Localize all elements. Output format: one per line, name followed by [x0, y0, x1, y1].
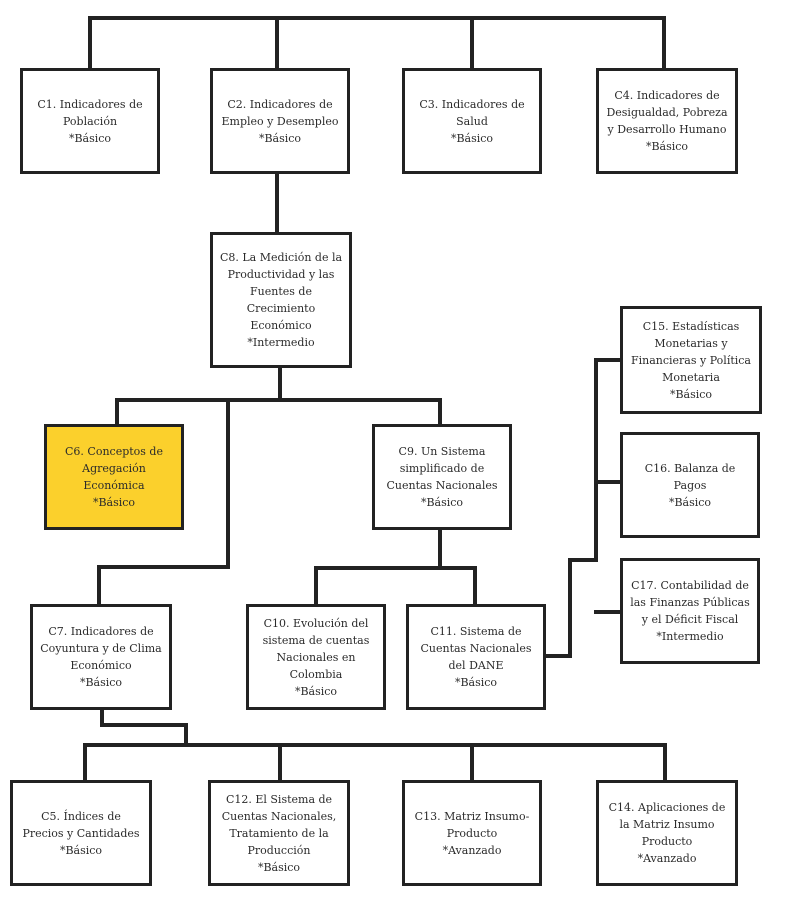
node-c10-title: C10. Evolución del sistema de cuentas Na… [262, 616, 370, 681]
node-c3: C3. Indicadores de Salud *Básico [402, 68, 542, 174]
node-c4: C4. Indicadores de Desigualdad, Pobreza … [596, 68, 738, 174]
connector-c8-branches [97, 366, 442, 606]
node-c8-level: *Intermedio [247, 336, 315, 349]
node-c16-title: C16. Balanza de Pagos [644, 461, 736, 492]
node-c14-title: C14. Aplicaciones de la Matriz Insumo Pr… [608, 801, 726, 848]
node-c9-title: C9. Un Sistema simplificado de Cuentas N… [386, 445, 498, 492]
node-c6-title: C6. Conceptos de Agregación Económica [65, 445, 163, 492]
node-c14: C14. Aplicaciones de la Matriz Insumo Pr… [596, 780, 738, 886]
node-c17-title: C17. Contabilidad de las Finanzas Públic… [630, 579, 750, 626]
node-c6: C6. Conceptos de Agregación Económica *B… [44, 424, 184, 530]
node-c4-title: C4. Indicadores de Desigualdad, Pobreza … [606, 89, 728, 136]
node-c10: C10. Evolución del sistema de cuentas Na… [246, 604, 386, 710]
node-c8-title: C8. La Medición de la Productividad y la… [219, 251, 343, 332]
connector-c11-right-bus [543, 358, 622, 658]
node-c1-title: C1. Indicadores de Población [37, 97, 143, 128]
node-c11-level: *Básico [454, 676, 498, 689]
node-c13-title: C13. Matriz Insumo-Producto [414, 809, 530, 840]
node-c9: C9. Un Sistema simplificado de Cuentas N… [372, 424, 512, 530]
node-c13: C13. Matriz Insumo-Producto *Avanzado [402, 780, 542, 886]
node-c12-title: C12. El Sistema de Cuentas Nacionales, T… [221, 792, 337, 857]
node-c17: C17. Contabilidad de las Finanzas Públic… [620, 558, 760, 664]
node-c17-level: *Intermedio [656, 630, 724, 643]
node-c9-level: *Básico [420, 496, 464, 509]
connector-c7-bottom-bus [83, 708, 667, 782]
node-c1: C1. Indicadores de Población *Básico [20, 68, 160, 174]
node-c13-level: *Avanzado [442, 843, 502, 857]
node-c4-level: *Básico [645, 140, 689, 153]
node-c14-level: *Avanzado [637, 852, 697, 865]
node-c7: C7. Indicadores de Coyuntura y de Clima … [30, 604, 172, 710]
node-c6-level: *Básico [92, 496, 136, 509]
node-c12: C12. El Sistema de Cuentas Nacionales, T… [208, 780, 350, 886]
node-c1-level: *Básico [68, 131, 112, 145]
node-c3-title: C3. Indicadores de Salud [419, 97, 525, 128]
node-c11: C11. Sistema de Cuentas Nacionales del D… [406, 604, 546, 710]
node-c15-title: C15. Estadísticas Monetarias y Financier… [630, 319, 751, 384]
node-c11-title: C11. Sistema de Cuentas Nacionales del D… [420, 625, 532, 672]
node-c5: C5. Índices de Precios y Cantidades *Bás… [10, 780, 152, 886]
node-c16: C16. Balanza de Pagos *Básico [620, 432, 760, 538]
node-c16-level: *Básico [668, 495, 712, 509]
node-c5-level: *Básico [59, 843, 103, 857]
node-c8: C8. La Medición de la Productividad y la… [210, 232, 352, 368]
node-c10-level: *Básico [294, 684, 338, 698]
connector-c9-c10-c11 [314, 528, 477, 606]
node-c2: C2. Indicadores de Empleo y Desempleo *B… [210, 68, 350, 174]
connector-top-bus [88, 16, 666, 70]
node-c3-level: *Básico [450, 131, 494, 145]
node-c7-title: C7. Indicadores de Coyuntura y de Clima … [40, 625, 162, 672]
node-c12-level: *Básico [257, 860, 301, 874]
node-c5-title: C5. Índices de Precios y Cantidades [22, 809, 140, 840]
node-c15-level: *Básico [669, 387, 713, 401]
node-c7-level: *Básico [79, 676, 123, 689]
node-c15: C15. Estadísticas Monetarias y Financier… [620, 306, 762, 414]
node-c2-title: C2. Indicadores de Empleo y Desempleo [221, 97, 339, 128]
node-c2-level: *Básico [258, 131, 302, 145]
